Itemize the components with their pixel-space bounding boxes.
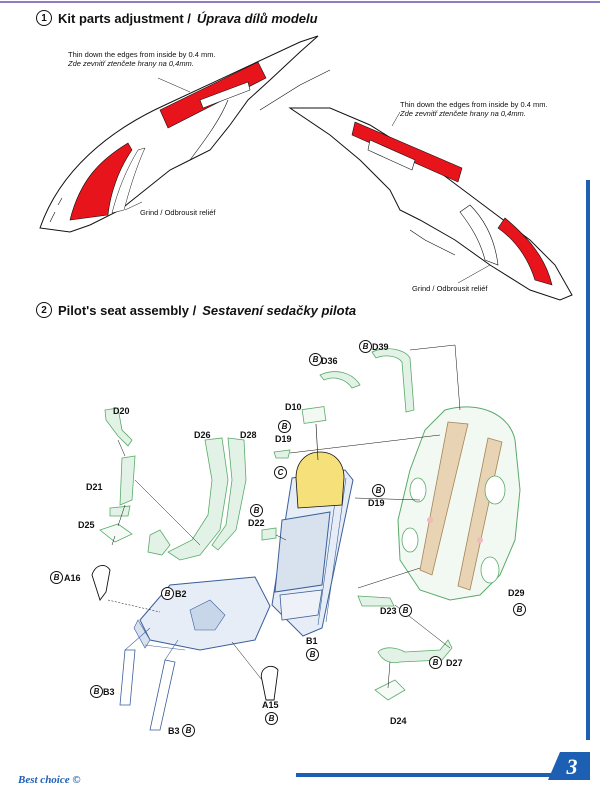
label-d19a: D19 [275,434,292,444]
note-thin-right: Thin down the edges from inside by 0.4 m… [400,100,548,118]
note-thin-left: Thin down the edges from inside by 0.4 m… [68,50,216,68]
label-d21: D21 [86,482,103,492]
sprue-badge-d19b: B [372,484,385,497]
label-d10: D10 [285,402,302,412]
label-a16: A16 [64,573,81,583]
canopy-left [39,35,331,233]
label-d26: D26 [194,430,211,440]
sprue-badge-d36: B [309,353,322,366]
leader-lines [111,344,461,689]
sprue-badge-a16: B [50,571,63,584]
note-thin-right-cz: Zde zevnitř ztenčete hrany na 0,4mm. [400,109,526,118]
part-b3-right [149,659,176,731]
part-d19-small [273,449,291,459]
part-a15 [260,666,279,701]
sprue-badge-d23: B [399,604,412,617]
label-b3b: B3 [168,726,180,736]
label-a15: A15 [262,700,279,710]
label-d28: D28 [240,430,257,440]
note-thin-left-cz: Zde zevnitř ztenčete hrany na 0,4mm. [68,59,194,68]
part-a16 [91,564,111,601]
step-1-title-cz: Úprava dílů modelu [196,10,318,26]
label-d27: D27 [446,658,463,668]
label-b1: B1 [306,636,318,646]
label-d23: D23 [380,606,397,616]
label-d22: D22 [248,518,265,528]
label-d19b: D19 [368,498,385,508]
armour-plate-d29 [397,406,521,601]
sprue-badge-b3b: B [182,724,195,737]
sprue-badge-d22: B [250,504,263,517]
sprue-badge-d19a: B [278,420,291,433]
sprue-badge-c: C [274,466,287,479]
page-number-tab [548,752,590,780]
step-2-title-en: Pilot's seat assembly / [58,302,197,318]
label-d25: D25 [78,520,95,530]
sprue-badge-d39: B [359,340,372,353]
label-d20: D20 [113,406,130,416]
label-d29: D29 [508,588,525,598]
seat-frame-b1 [271,469,354,637]
seat-pan-b2 [133,576,271,651]
canopy-right [288,107,573,301]
label-d24: D24 [390,716,407,726]
part-d10-plate [301,406,327,424]
step-1-title-en: Kit parts adjustment / [58,10,191,26]
sprue-badge-a15: B [265,712,278,725]
step-2-heading: 2 Pilot's seat assembly / Sestavení seda… [36,302,356,318]
brand-logo-text: Best choice © [18,774,81,786]
step-2-number: 2 [36,302,52,318]
page-bottom-bar [296,773,586,777]
sprue-badge-b3a: B [90,685,103,698]
step-2-title-cz: Sestavení sedačky pilota [202,302,357,318]
part-b3-left [119,649,136,706]
label-b2: B2 [175,589,187,599]
note-thin-right-en: Thin down the edges from inside by 0.4 m… [400,100,548,109]
step-1-number: 1 [36,10,52,26]
label-b3a: B3 [103,687,115,697]
label-d36: D36 [321,356,338,366]
page-side-bar [586,180,590,740]
headrest-part-c [295,451,345,509]
page-number: 3 [566,754,578,779]
sprue-badge-d27: B [429,656,442,669]
note-grind-left: Grind / Odbrousit reliéf [140,208,216,217]
note-thin-left-en: Thin down the edges from inside by 0.4 m… [68,50,216,59]
label-d39: D39 [372,342,389,352]
sprue-badge-b2: B [161,587,174,600]
sprue-badge-d29: B [513,603,526,616]
sprue-badge-b1: B [306,648,319,661]
step-1-heading: 1 Kit parts adjustment / Úprava dílů mod… [36,10,318,26]
note-grind-right: Grind / Odbrousit reliéf [412,284,488,293]
